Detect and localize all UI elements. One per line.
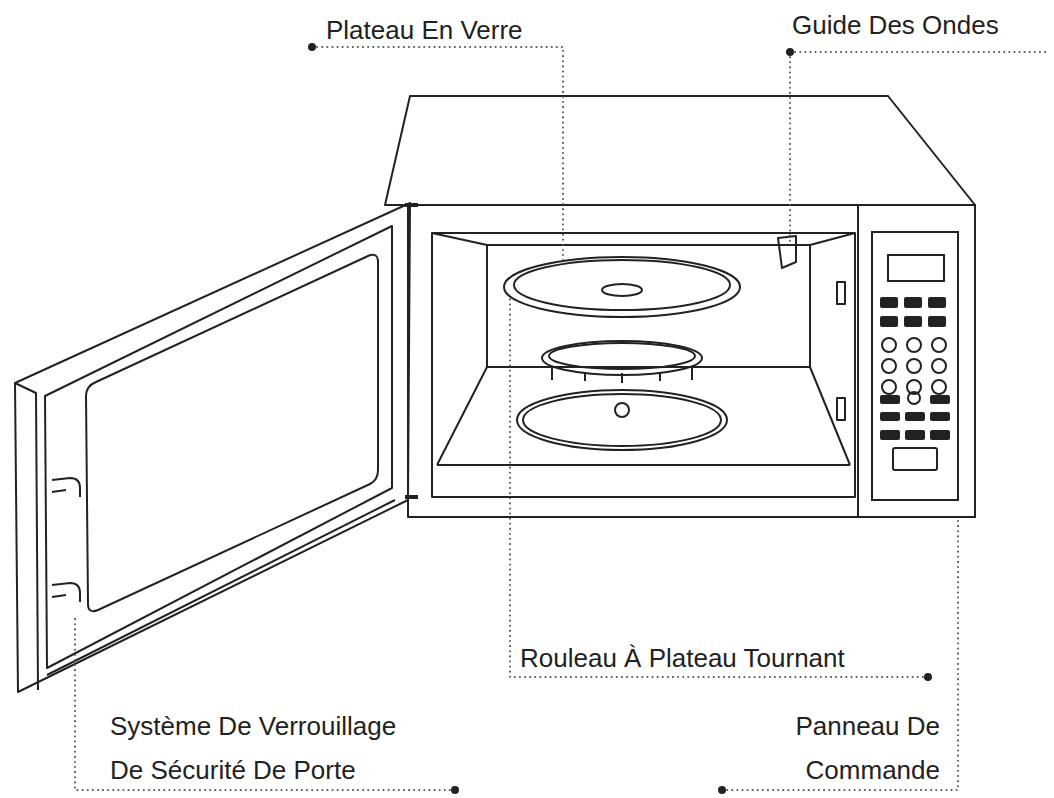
key [882,338,896,352]
button [880,395,900,404]
button [930,430,950,440]
button [928,297,946,308]
part-label: Plateau En Verre [326,8,606,52]
door-hinge [405,205,418,497]
button [880,316,898,327]
key [932,359,946,373]
key [907,359,921,373]
door-flange [47,500,395,675]
door-latch [52,478,80,497]
cavity-floor-ring-inner [523,394,721,446]
drive-coupler [615,403,629,417]
part-label: Panneau De Commande [740,704,940,792]
cavity-edges [432,233,855,465]
door-latch [52,583,80,602]
cavity-back-wall [487,245,810,367]
door-frame [45,226,392,668]
panel-frame [858,205,975,517]
function-buttons [880,297,946,327]
leader-dots [308,43,932,794]
button [880,412,900,421]
leader-line [510,298,928,677]
start-button [893,448,937,470]
button [905,412,925,421]
control-panel [858,205,975,517]
roller-ring [542,341,702,375]
cavity-opening [432,233,855,497]
waveguide-cover [778,236,796,268]
door-slot [837,398,845,420]
button [880,297,898,308]
button [905,430,925,440]
button [880,430,900,440]
cabinet-front [408,205,975,517]
door-slot [837,282,845,304]
leader-line [790,52,1048,245]
door-window [86,255,378,611]
button [928,316,946,327]
part-label: Système De Verrouillage De Sécurité De P… [110,704,415,792]
glass-plate-hub [602,284,642,296]
leader-dot [786,48,794,56]
cavity-floor-ring [517,390,727,450]
leader-lines [75,47,1048,790]
key [932,380,946,394]
leader-dot [924,673,932,681]
cabinet-top [385,96,975,205]
roller-ring-inner [549,343,695,369]
display [888,255,944,281]
panel-face [872,232,958,500]
turntable [504,257,740,450]
key [882,380,896,394]
lower-buttons [880,395,950,440]
key [907,338,921,352]
part-label: Guide Des Ondes [792,3,1042,47]
leader-line [312,47,563,262]
button [904,297,922,308]
key [932,338,946,352]
button [930,395,950,404]
button [930,412,950,421]
microwave-body [385,96,975,517]
part-label: Rouleau À Plateau Tournant [520,636,940,680]
roller-wheels [552,368,692,383]
leader-dot [718,786,726,794]
number-keys [882,338,946,404]
button [904,316,922,327]
key [908,392,920,404]
key [882,359,896,373]
leader-dot [308,43,316,51]
glass-plate [504,257,740,317]
leader-dot [451,786,459,794]
door-edge [15,383,38,690]
glass-plate-rim [514,260,730,310]
